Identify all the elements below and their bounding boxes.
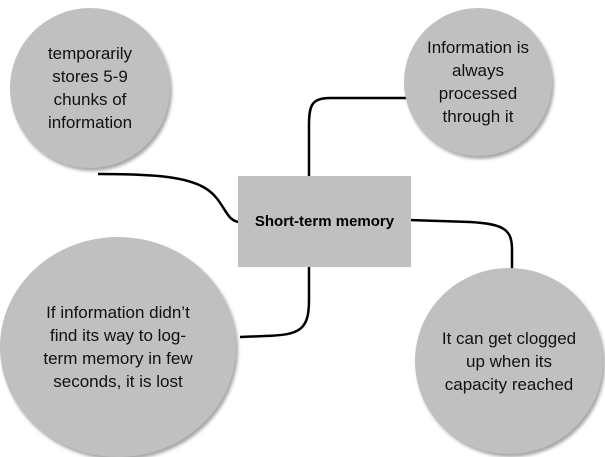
node-text-line: chunks of [53, 90, 127, 109]
node-text-line: It can get clogged [441, 328, 577, 348]
connector-bottom-left [239, 267, 311, 339]
node-top-left: temporarily stores 5-9 chunks of informa… [10, 8, 170, 168]
center-topic-label: Short-term memory [254, 213, 395, 230]
connector-top-right [307, 96, 408, 176]
node-text-line: up when its [466, 351, 552, 371]
node-text-line: term memory in few [43, 349, 193, 368]
node-text-line: capacity reached [444, 374, 574, 394]
node-bottom-right-text: It can get clogged up when its capacity … [442, 327, 576, 396]
node-text-line: find its way to log- [49, 326, 187, 345]
node-bottom-right: It can get clogged up when its capacity … [415, 268, 603, 454]
node-top-right-text: Information is always processed through … [427, 36, 529, 128]
node-text-line: stores 5-9 [52, 67, 128, 86]
node-bottom-left-text: If information didn’t find its way to lo… [43, 301, 192, 393]
node-top-left-text: temporarily stores 5-9 chunks of informa… [48, 42, 132, 134]
node-text-line: through it [442, 107, 514, 126]
node-text-line: seconds, it is lost [53, 372, 183, 391]
node-text-line: temporarily [47, 44, 133, 63]
node-text-line: information [47, 113, 133, 132]
node-text-line: If information didn’t [46, 303, 190, 322]
connector-bottom-right [408, 218, 514, 270]
node-text-line: Information is [426, 38, 530, 57]
connector-top-left [97, 172, 241, 224]
center-topic: Short-term memory [238, 176, 411, 267]
node-top-right: Information is always processed through … [404, 8, 552, 156]
node-text-line: always [452, 61, 504, 80]
node-text-line: processed [438, 84, 518, 103]
node-bottom-left: If information didn’t find its way to lo… [0, 237, 236, 457]
